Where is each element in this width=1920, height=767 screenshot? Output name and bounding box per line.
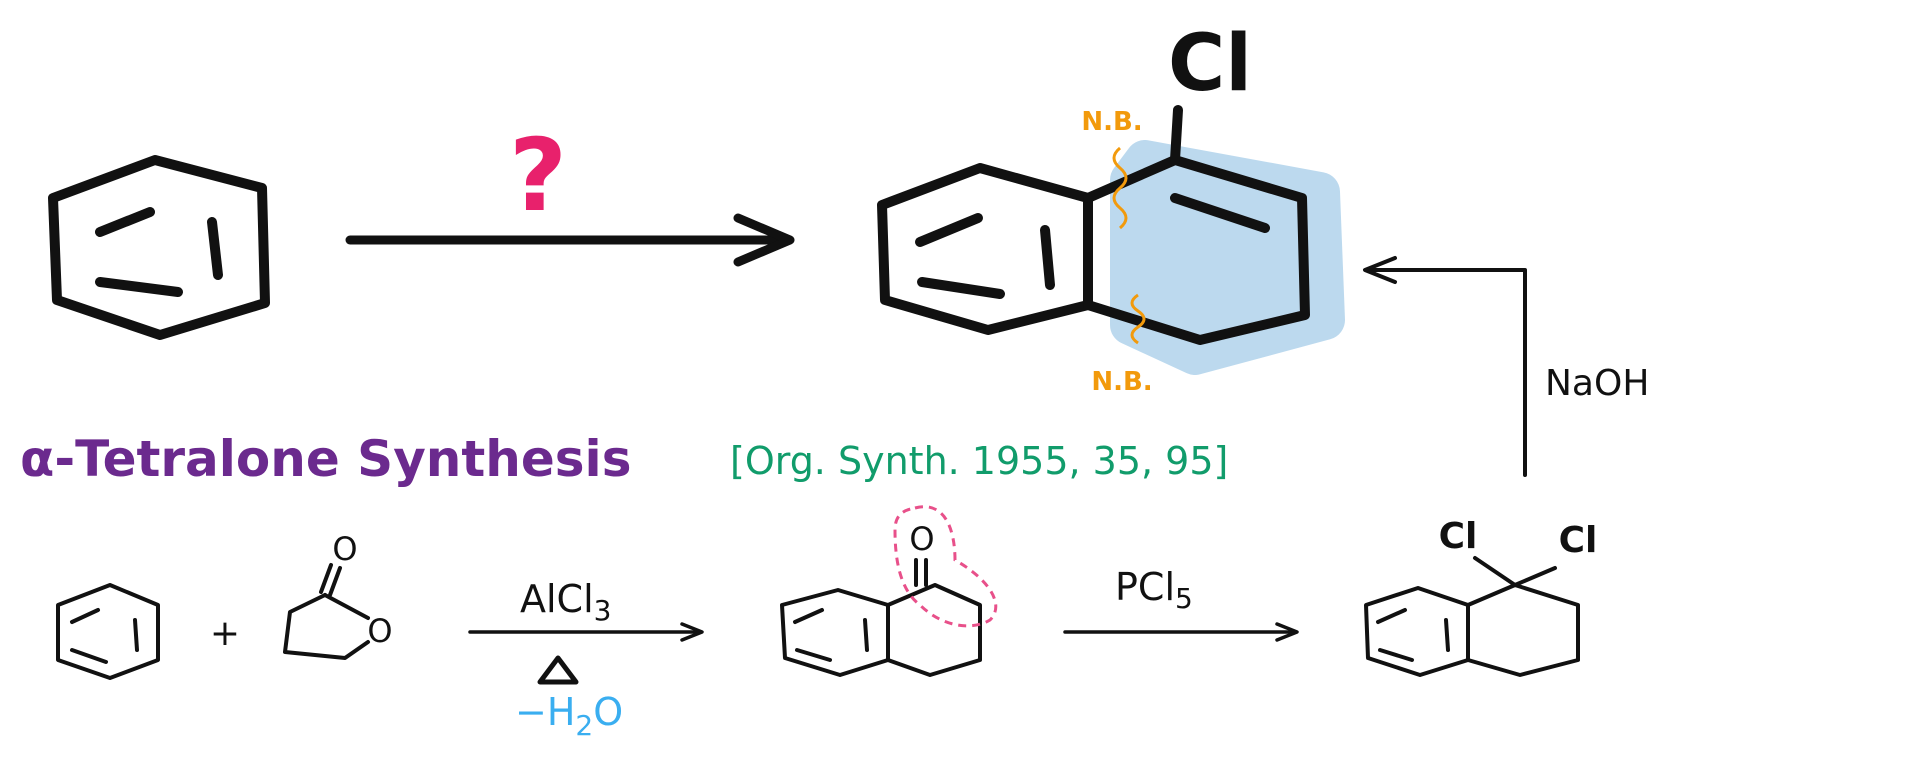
chloronaphthalene xyxy=(877,105,1310,345)
bottom-benzene xyxy=(56,583,160,680)
note-upper: N.B. xyxy=(1081,107,1142,137)
naoh-label: NaOH xyxy=(1545,363,1649,404)
heat-label: Δ xyxy=(0,0,1,1)
wavy-bond-lower xyxy=(1130,293,1146,345)
title-citation: [Org. Synth. 1955, 35, 95] xyxy=(730,439,1228,483)
question-mark: ? xyxy=(509,117,567,234)
lactone-ring-oxygen: O xyxy=(367,612,392,650)
chloro-label: Cl xyxy=(1168,19,1252,109)
wavy-bond-upper xyxy=(1112,146,1128,230)
alcl3-label: AlCl3 xyxy=(520,577,611,627)
dichlorotetralin xyxy=(1364,556,1580,677)
tetralone-oxygen: O xyxy=(909,520,934,558)
note-lower: N.B. xyxy=(1091,367,1152,397)
alcl3-arrow xyxy=(468,622,704,642)
naoh-arrow xyxy=(1363,256,1527,477)
top-benzene xyxy=(48,155,270,340)
butyrolactone xyxy=(283,563,370,660)
carbonyl-highlight-outline xyxy=(893,505,998,628)
lactone-carbonyl-oxygen: O xyxy=(332,530,357,568)
heat-symbol xyxy=(537,655,579,685)
gem-chloro-left: Cl xyxy=(1439,516,1478,557)
title-main: α-Tetralone Synthesis xyxy=(20,430,631,488)
water-byproduct: −H2O xyxy=(515,690,623,742)
pcl5-arrow xyxy=(1063,622,1299,642)
top-reaction-arrow xyxy=(345,213,795,267)
plus-sign: + xyxy=(210,613,240,654)
gem-chloro-right: Cl xyxy=(1559,520,1598,561)
pcl5-label: PCl5 xyxy=(1115,565,1193,615)
alpha-tetralone xyxy=(780,558,982,677)
